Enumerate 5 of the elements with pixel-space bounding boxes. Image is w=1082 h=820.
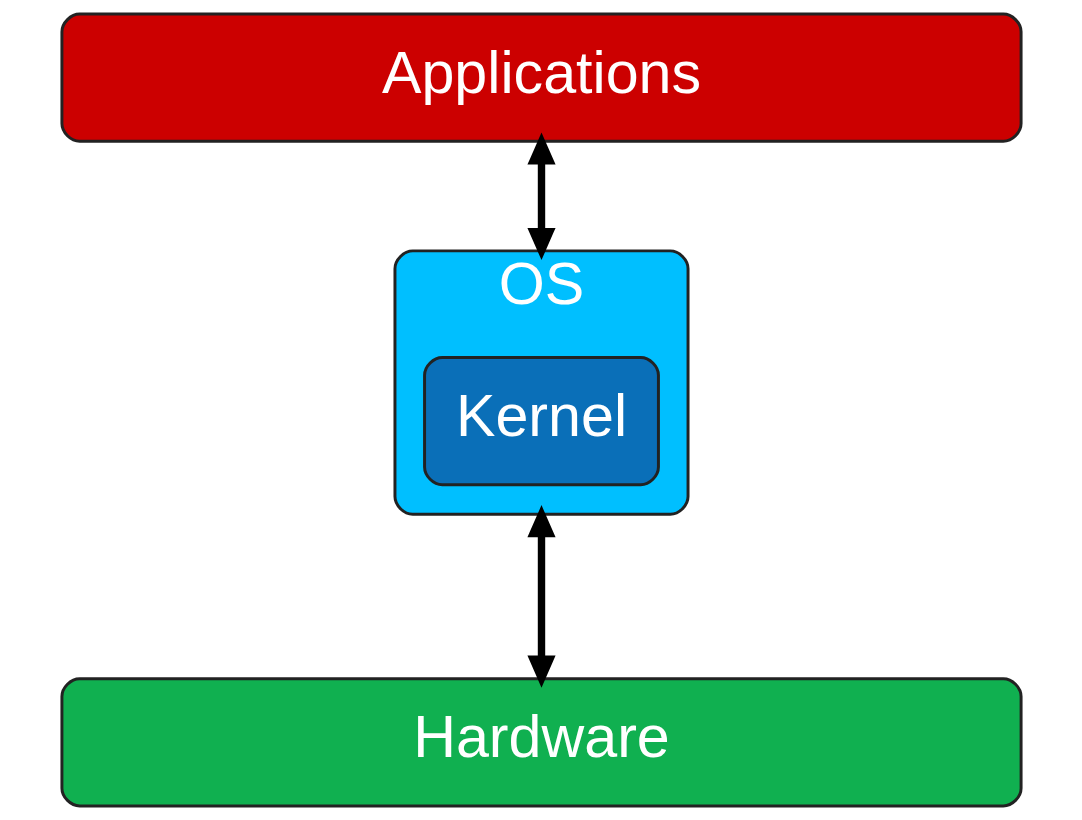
arrow <box>526 505 556 688</box>
node-box: Kernel <box>422 355 660 487</box>
arrow <box>526 132 556 261</box>
node-box: Hardware <box>59 677 1023 808</box>
node-box: Applications <box>59 12 1023 143</box>
